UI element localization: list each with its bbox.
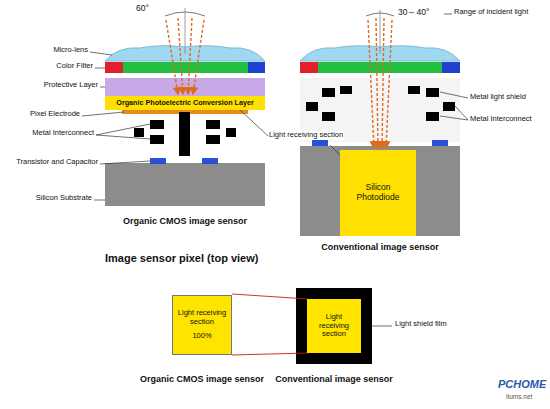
diagram-caption: Conventional image sensor: [321, 242, 439, 252]
light-receiving-area: Light receiving section: [307, 299, 361, 353]
watermark: PCHOME: [498, 378, 546, 391]
section-heading: Image sensor pixel (top view): [105, 252, 258, 265]
part-name: Protective Layer: [44, 81, 98, 90]
part-name: Light shield film: [395, 320, 447, 329]
conversion-layer: Organic Photoelectric Conversion Layer: [105, 96, 265, 110]
part-name: Color Filter: [56, 62, 93, 71]
callout-label: Range of incident light: [454, 8, 528, 17]
node-text: Silicon Photodiode: [343, 183, 413, 203]
angle-value: 30～40°: [398, 8, 429, 18]
angle-value: 60°: [136, 4, 149, 14]
diagram-caption: Conventional image sensor: [275, 374, 393, 384]
node-text: Light receiving section: [310, 313, 358, 339]
part-name: Pixel Electrode: [30, 110, 80, 119]
diagram-caption: Organic CMOS image sensor: [140, 374, 264, 384]
watermark: itums.net: [506, 393, 532, 400]
node-text: Light receiving section: [176, 309, 228, 326]
part-name: Silicon Substrate: [36, 194, 92, 203]
diagram-caption: Organic CMOS image sensor: [123, 216, 247, 226]
percent-value: 100%: [192, 332, 211, 341]
part-name: Metal Interconnect: [470, 115, 532, 124]
part-name: Transistor and Capacitor: [16, 158, 98, 167]
part-name: Metal light shield: [470, 93, 526, 102]
photodiode-box: Silicon Photodiode: [340, 150, 416, 236]
part-name: Metal Interconnect: [32, 129, 94, 138]
node-text: Organic Photoelectric Conversion Layer: [116, 99, 253, 107]
light-receiving-area: Light receiving section 100%: [172, 295, 232, 355]
part-name: Light receiving section: [268, 131, 344, 140]
part-name: Micro-lens: [53, 46, 88, 55]
